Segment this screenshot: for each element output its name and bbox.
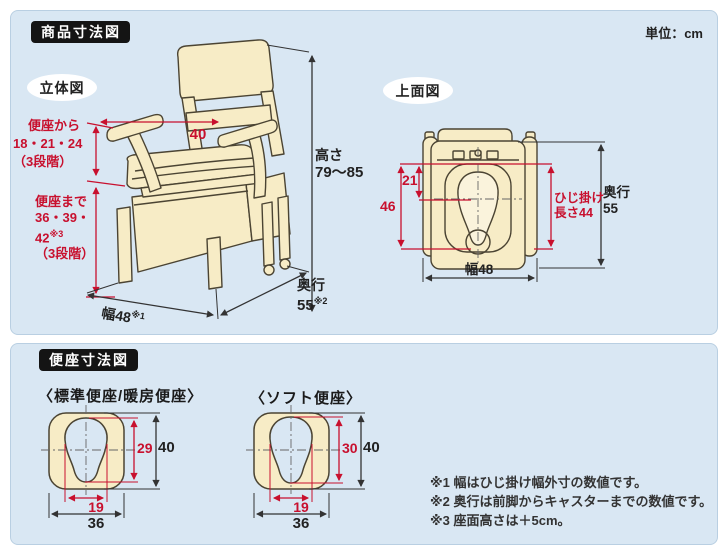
standard-seat-red-dimensions [64,417,138,502]
dimension-drawings-svg [86,39,605,320]
seat-from-dimension-label: 便座から 18・21・24 （3段階） [13,118,83,169]
soft-seat-red-dimensions [269,416,343,502]
standard-seat-outer-width: 36 [87,515,105,532]
commode-3d-drawing [106,39,291,290]
perspective-black-dimension-lines [86,44,316,320]
soft-seat-black-dimensions [253,412,365,518]
footnotes: ※1 幅はひじ掛け幅外寸の数値です。 ※2 奥行は前脚からキャスターまでの数値で… [430,473,712,530]
seat-section-title-badge: 便座寸法図 [39,349,138,371]
perspective-view-label: 立体図 [27,74,97,101]
standard-seat-outer-height: 40 [158,439,175,456]
standard-seat-label: 〈標準便座/暖房便座〉 [38,388,204,405]
note2-ref-mark: ※2 [313,296,328,306]
product-dimensions-panel: 商品寸法図 単位：cm 立体図 上面図 [10,10,718,335]
depth-dimension-label: 奥行 55※2 [297,277,328,314]
seat-to-dimension-label: 便座まで 36・39・ 42※3 （3段階） [35,194,95,262]
perspective-red-dimension-lines [86,118,220,298]
caster-wheel [279,258,291,270]
top-view-depth-label: 奥行 55 [603,185,630,216]
standard-seat-centerlines [41,405,135,495]
top-view-centerlines [434,147,522,263]
unit-label: 単位：cm [645,26,703,41]
soft-seat-outer-height: 40 [363,439,380,456]
top-view-label: 上面図 [383,77,453,104]
caster-wheel [263,264,275,276]
top-view-black-dimension-lines [422,141,605,282]
standard-seat-drawing [48,412,125,490]
soft-seat-inner-height: 30 [342,440,358,456]
section-title-badge: 商品寸法図 [31,21,130,43]
soft-seat-centerlines [246,405,340,494]
note3-ref-mark: ※3 [49,229,64,239]
standard-seat-inner-height: 29 [137,440,153,456]
armrest-length-label: ひじ掛け 長さ44 [554,191,605,220]
note1-ref-mark: ※1 [130,309,146,322]
standard-seat-inner-width: 19 [88,499,104,515]
soft-seat-outer-width: 36 [292,515,310,532]
seat-height-value: 42 [35,230,50,246]
footnote-2: ※2 奥行は前脚からキャスターまでの数値です。 [430,494,713,509]
seat-drawings-svg [41,405,365,518]
seat-dimensions-panel: 便座寸法図 〈標準便座/暖房便座〉 〈ソフト便座〉 [10,343,718,545]
top-view-dim-21: 21 [402,172,418,188]
top-view-width-dimension: 幅48 [464,262,494,277]
soft-seat-drawing [253,412,330,490]
inner-width-dimension: 40 [189,126,207,143]
top-view-dim-46: 46 [380,198,396,214]
soft-seat-label: 〈ソフト便座〉 [250,390,363,407]
standard-seat-black-dimensions [48,412,160,518]
height-dimension-label: 高さ 79～85 [315,147,364,181]
top-view-red-dimension-lines [397,163,555,250]
footnote-1: ※1 幅はひじ掛け幅外寸の数値です。 [430,475,648,490]
footnote-3: ※3 座面高さは＋5cm。 [430,513,571,528]
soft-seat-inner-width: 19 [293,499,309,515]
